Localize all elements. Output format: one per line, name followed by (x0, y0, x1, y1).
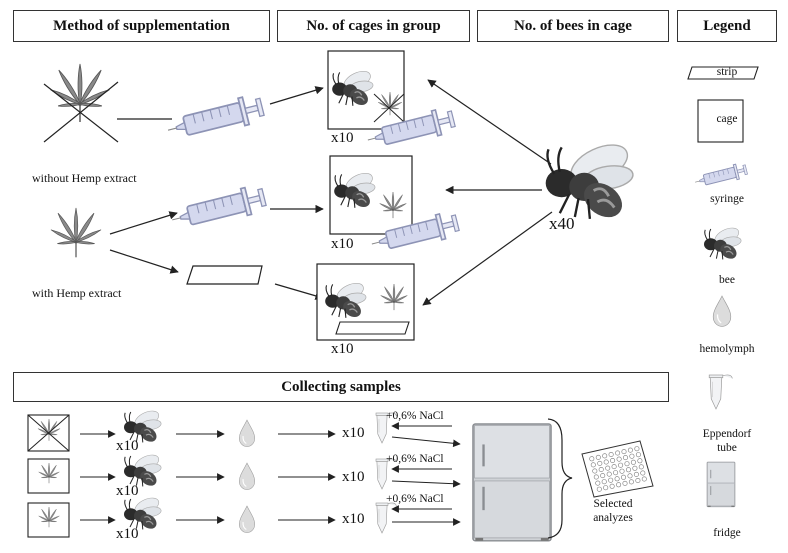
fridge-icon (473, 424, 551, 541)
sample-row-2 (27, 452, 461, 493)
strip-icon (687, 66, 759, 80)
header-cages: No. of cages in group (277, 10, 470, 42)
cage-count-2: x10 (331, 236, 354, 252)
collect-tube-count-3: x10 (342, 511, 365, 527)
well-plate-icon (581, 440, 654, 498)
collect-tube-count-2: x10 (342, 469, 365, 485)
bracket (547, 418, 573, 539)
label-with-hemp: with Hemp extract (32, 286, 122, 300)
crossed-hemp-leaf-icon (373, 91, 405, 123)
cage-count-3: x10 (331, 341, 354, 357)
arrow (269, 86, 324, 105)
cage-icon (329, 155, 413, 235)
selected-analyzes-line1: Selected (593, 498, 633, 510)
arrow (109, 249, 179, 274)
nacl-label-1: +0,6% NaCl (386, 410, 444, 422)
label-without-hemp: without Hemp extract (32, 171, 137, 185)
legend-eppendorf-line2: tube (717, 442, 737, 454)
cage-icon (697, 99, 744, 143)
header-legend: Legend (677, 10, 777, 42)
legend-syringe-label: syringe (710, 193, 744, 205)
selected-analyzes-line2: analyzes (593, 512, 633, 524)
sample-row-1 (27, 408, 461, 451)
syringe-icon (692, 161, 749, 191)
strip-icon (335, 321, 410, 335)
arrow (109, 211, 178, 235)
drop-icon (712, 295, 732, 328)
crossed-hemp-leaf-icon (43, 63, 119, 143)
nacl-label-3: +0,6% NaCl (386, 493, 444, 505)
fridge-icon (707, 462, 735, 507)
bee-count: x40 (549, 214, 575, 233)
header-bees: No. of bees in cage (477, 10, 669, 42)
selected-analyzes-label: Selected analyzes (580, 497, 646, 525)
sample-row-3 (27, 495, 461, 537)
bee-icon (704, 225, 742, 262)
nacl-label-2: +0,6% NaCl (386, 453, 444, 465)
header-collect: Collecting samples (13, 372, 669, 402)
arrow (274, 283, 324, 300)
eppendorf-tube-icon (708, 374, 733, 410)
legend-bee-label: bee (719, 274, 735, 286)
collect-bee-count-3: x10 (116, 526, 139, 542)
syringe-icon (163, 92, 267, 145)
legend-eppendorf-line1: Eppendorf (702, 428, 752, 440)
collect-tube-count-1: x10 (342, 425, 365, 441)
hemp-leaf-icon (49, 207, 103, 258)
cage-count-1: x10 (331, 130, 354, 146)
collect-bee-count-2: x10 (116, 483, 139, 499)
legend-cage-label: cage (716, 113, 738, 125)
legend-eppendorf-label: Eppendorf tube (677, 427, 777, 455)
arrow (427, 79, 552, 165)
collect-bee-count-1: x10 (116, 438, 139, 454)
header-method: Method of supplementation (13, 10, 270, 42)
legend-strip-label: strip (716, 66, 738, 78)
strip-icon (186, 265, 263, 285)
bee-icon (546, 137, 635, 224)
arrow (422, 211, 553, 306)
legend-fridge-label: fridge (713, 527, 741, 539)
legend-hemolymph-label: hemolymph (699, 343, 755, 355)
syringe-icon (168, 182, 269, 235)
